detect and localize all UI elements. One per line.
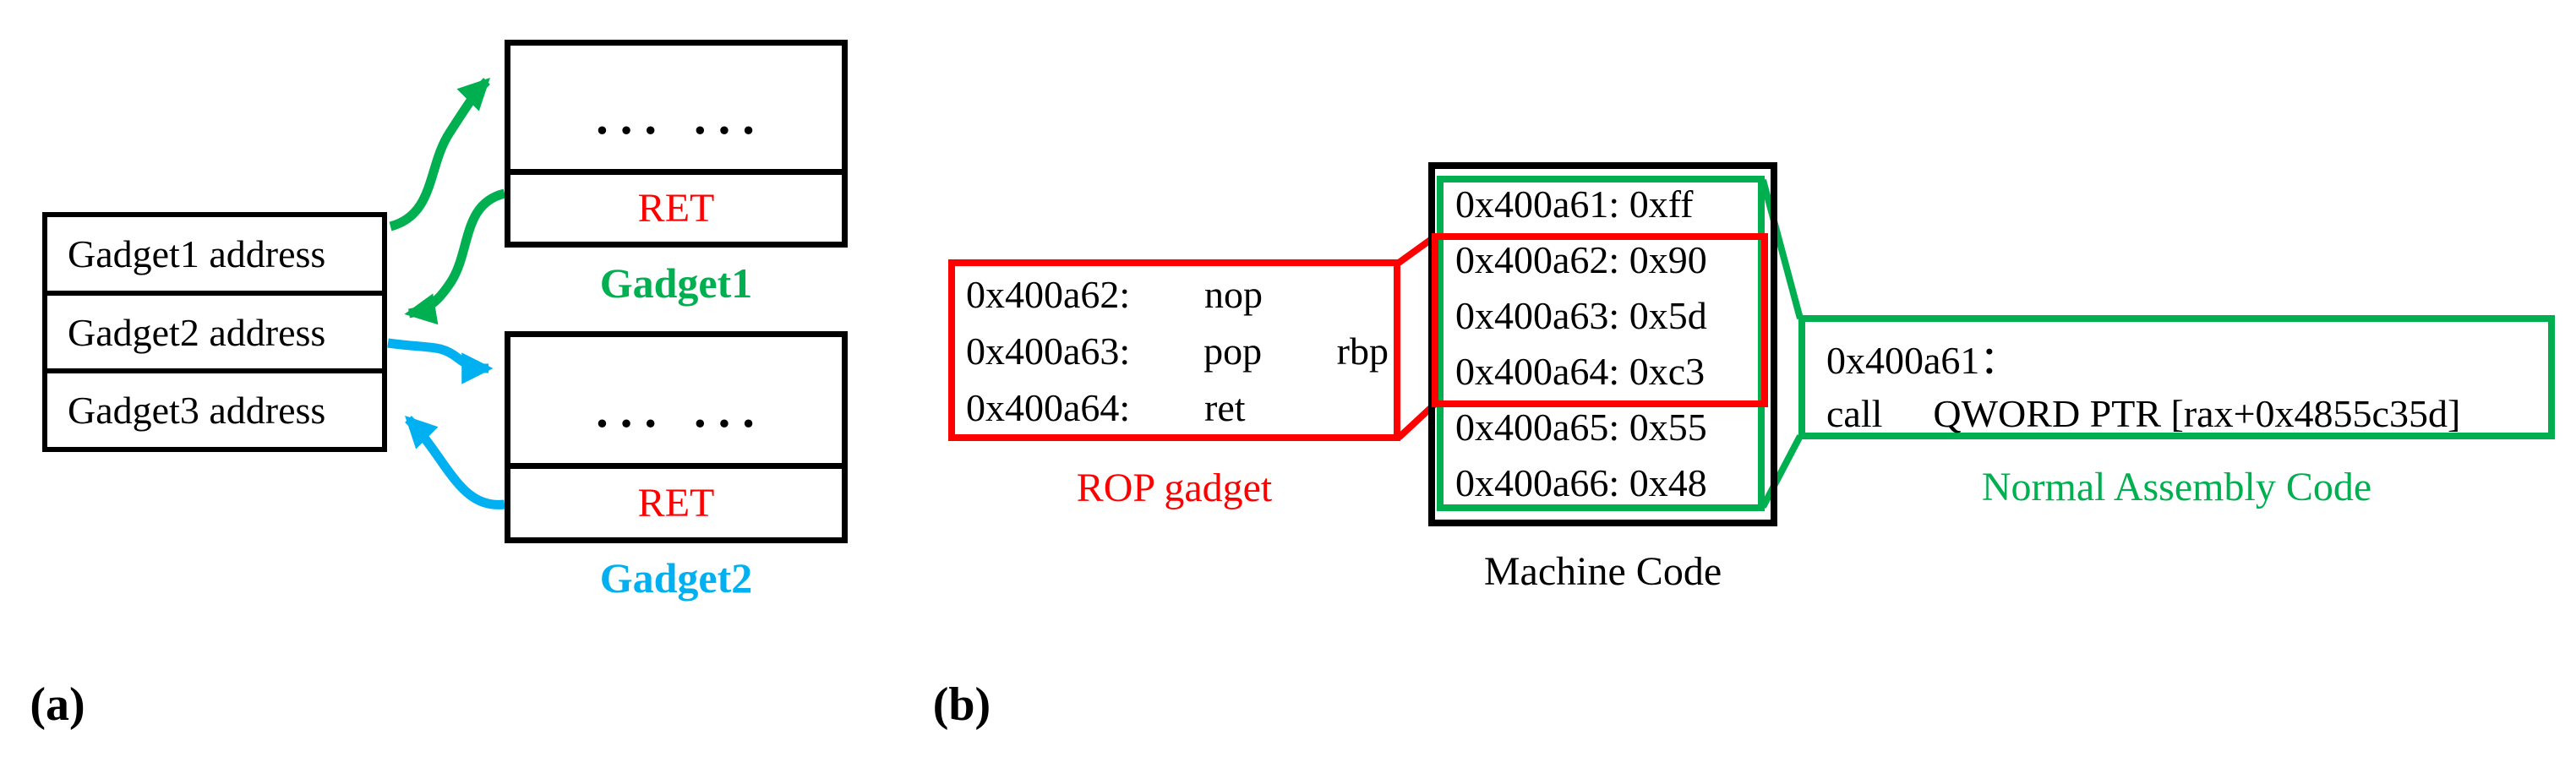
rop-line-2-operand: rbp <box>1336 329 1389 373</box>
gadget1-ret-section: RET <box>510 169 842 242</box>
machine-code-row-6: 0x400a66: 0x48 <box>1455 461 1707 505</box>
arrow-gadget2ret-to-gadget3addr <box>405 416 505 509</box>
gadget1-box: ··· ··· RET <box>505 40 848 248</box>
arrow-gadget1ret-to-gadget2addr <box>404 188 506 325</box>
rop-line-3: 0x400a64: ret <box>966 379 1389 436</box>
asm-callout-top-line <box>1760 178 1804 320</box>
gadget1-ellipsis: ··· ··· <box>591 94 761 168</box>
asm-callout-bottom-line <box>1760 434 1804 509</box>
rop-gadget-caption: ROP gadget <box>1076 466 1273 510</box>
gadget2-ret-section: RET <box>510 463 842 537</box>
arrow-gadget1addr-to-gadget1 <box>389 78 490 231</box>
machine-code-row-4: 0x400a64: 0xc3 <box>1455 350 1706 394</box>
panel-b-label: (b) <box>932 678 991 731</box>
gadget-address-stack: Gadget1 address Gadget2 address Gadget3 … <box>42 212 387 452</box>
stack-row-gadget3-address: Gadget3 address <box>47 368 382 447</box>
machine-code-row-3: 0x400a63: 0x5d <box>1455 293 1707 337</box>
gadget1-caption: Gadget1 <box>599 259 753 307</box>
machine-code-caption: Machine Code <box>1483 549 1722 594</box>
arrow-gadget2addr-to-gadget2 <box>387 338 494 384</box>
gadget1-code-section: ··· ··· <box>510 46 842 169</box>
asm-operands: QWORD PTR [rax+0x4855c35d] <box>1933 392 2461 435</box>
machine-code-red-frame <box>1432 233 1768 407</box>
rop-line-3-addr: 0x400a64: <box>966 386 1131 429</box>
gadget2-box: ··· ··· RET <box>505 331 848 543</box>
rop-gadget-box <box>948 259 1400 441</box>
machine-code-row-2: 0x400a62: 0x90 <box>1455 237 1707 281</box>
asm-mnemonic: call <box>1826 392 1883 435</box>
normal-assembly-caption: Normal Assembly Code <box>1981 465 2372 509</box>
machine-code-rows: 0x400a61: 0xff 0x400a62: 0x90 0x400a63: … <box>1455 176 1765 511</box>
asm-line-address: 0x400a61： <box>1826 339 2019 382</box>
machine-code-row-1: 0x400a61: 0xff <box>1455 182 1694 226</box>
gadget2-caption: Gadget2 <box>599 554 753 602</box>
gadget2-code-section: ··· ··· <box>510 337 842 463</box>
stack-row-gadget2-address: Gadget2 address <box>47 290 382 369</box>
asm-line-instruction: call QWORD PTR [rax+0x4855c35d] <box>1826 387 2548 440</box>
machine-code-row-5: 0x400a65: 0x55 <box>1455 406 1707 449</box>
rop-line-3-op: ret <box>1204 386 1246 429</box>
rop-line-2-addr: 0x400a63: <box>966 329 1131 373</box>
panel-a-label: (a) <box>30 678 85 731</box>
rop-line-1: 0x400a62: nop <box>966 266 1389 323</box>
gadget2-ellipsis: ··· ··· <box>591 387 761 461</box>
rop-line-1-addr: 0x400a62: <box>966 273 1131 316</box>
rop-line-2-op: pop <box>1203 329 1263 373</box>
stack-row-gadget1-address: Gadget1 address <box>68 231 326 275</box>
normal-assembly-box: 0x400a61： call QWORD PTR [rax+0x4855c35d] <box>1798 315 2555 439</box>
rop-line-2: 0x400a63: pop rbp <box>966 323 1389 379</box>
rop-line-1-op: nop <box>1204 273 1263 316</box>
rop-disassembly: 0x400a62: nop 0x400a63: pop rbp 0x400a64… <box>966 267 1389 435</box>
